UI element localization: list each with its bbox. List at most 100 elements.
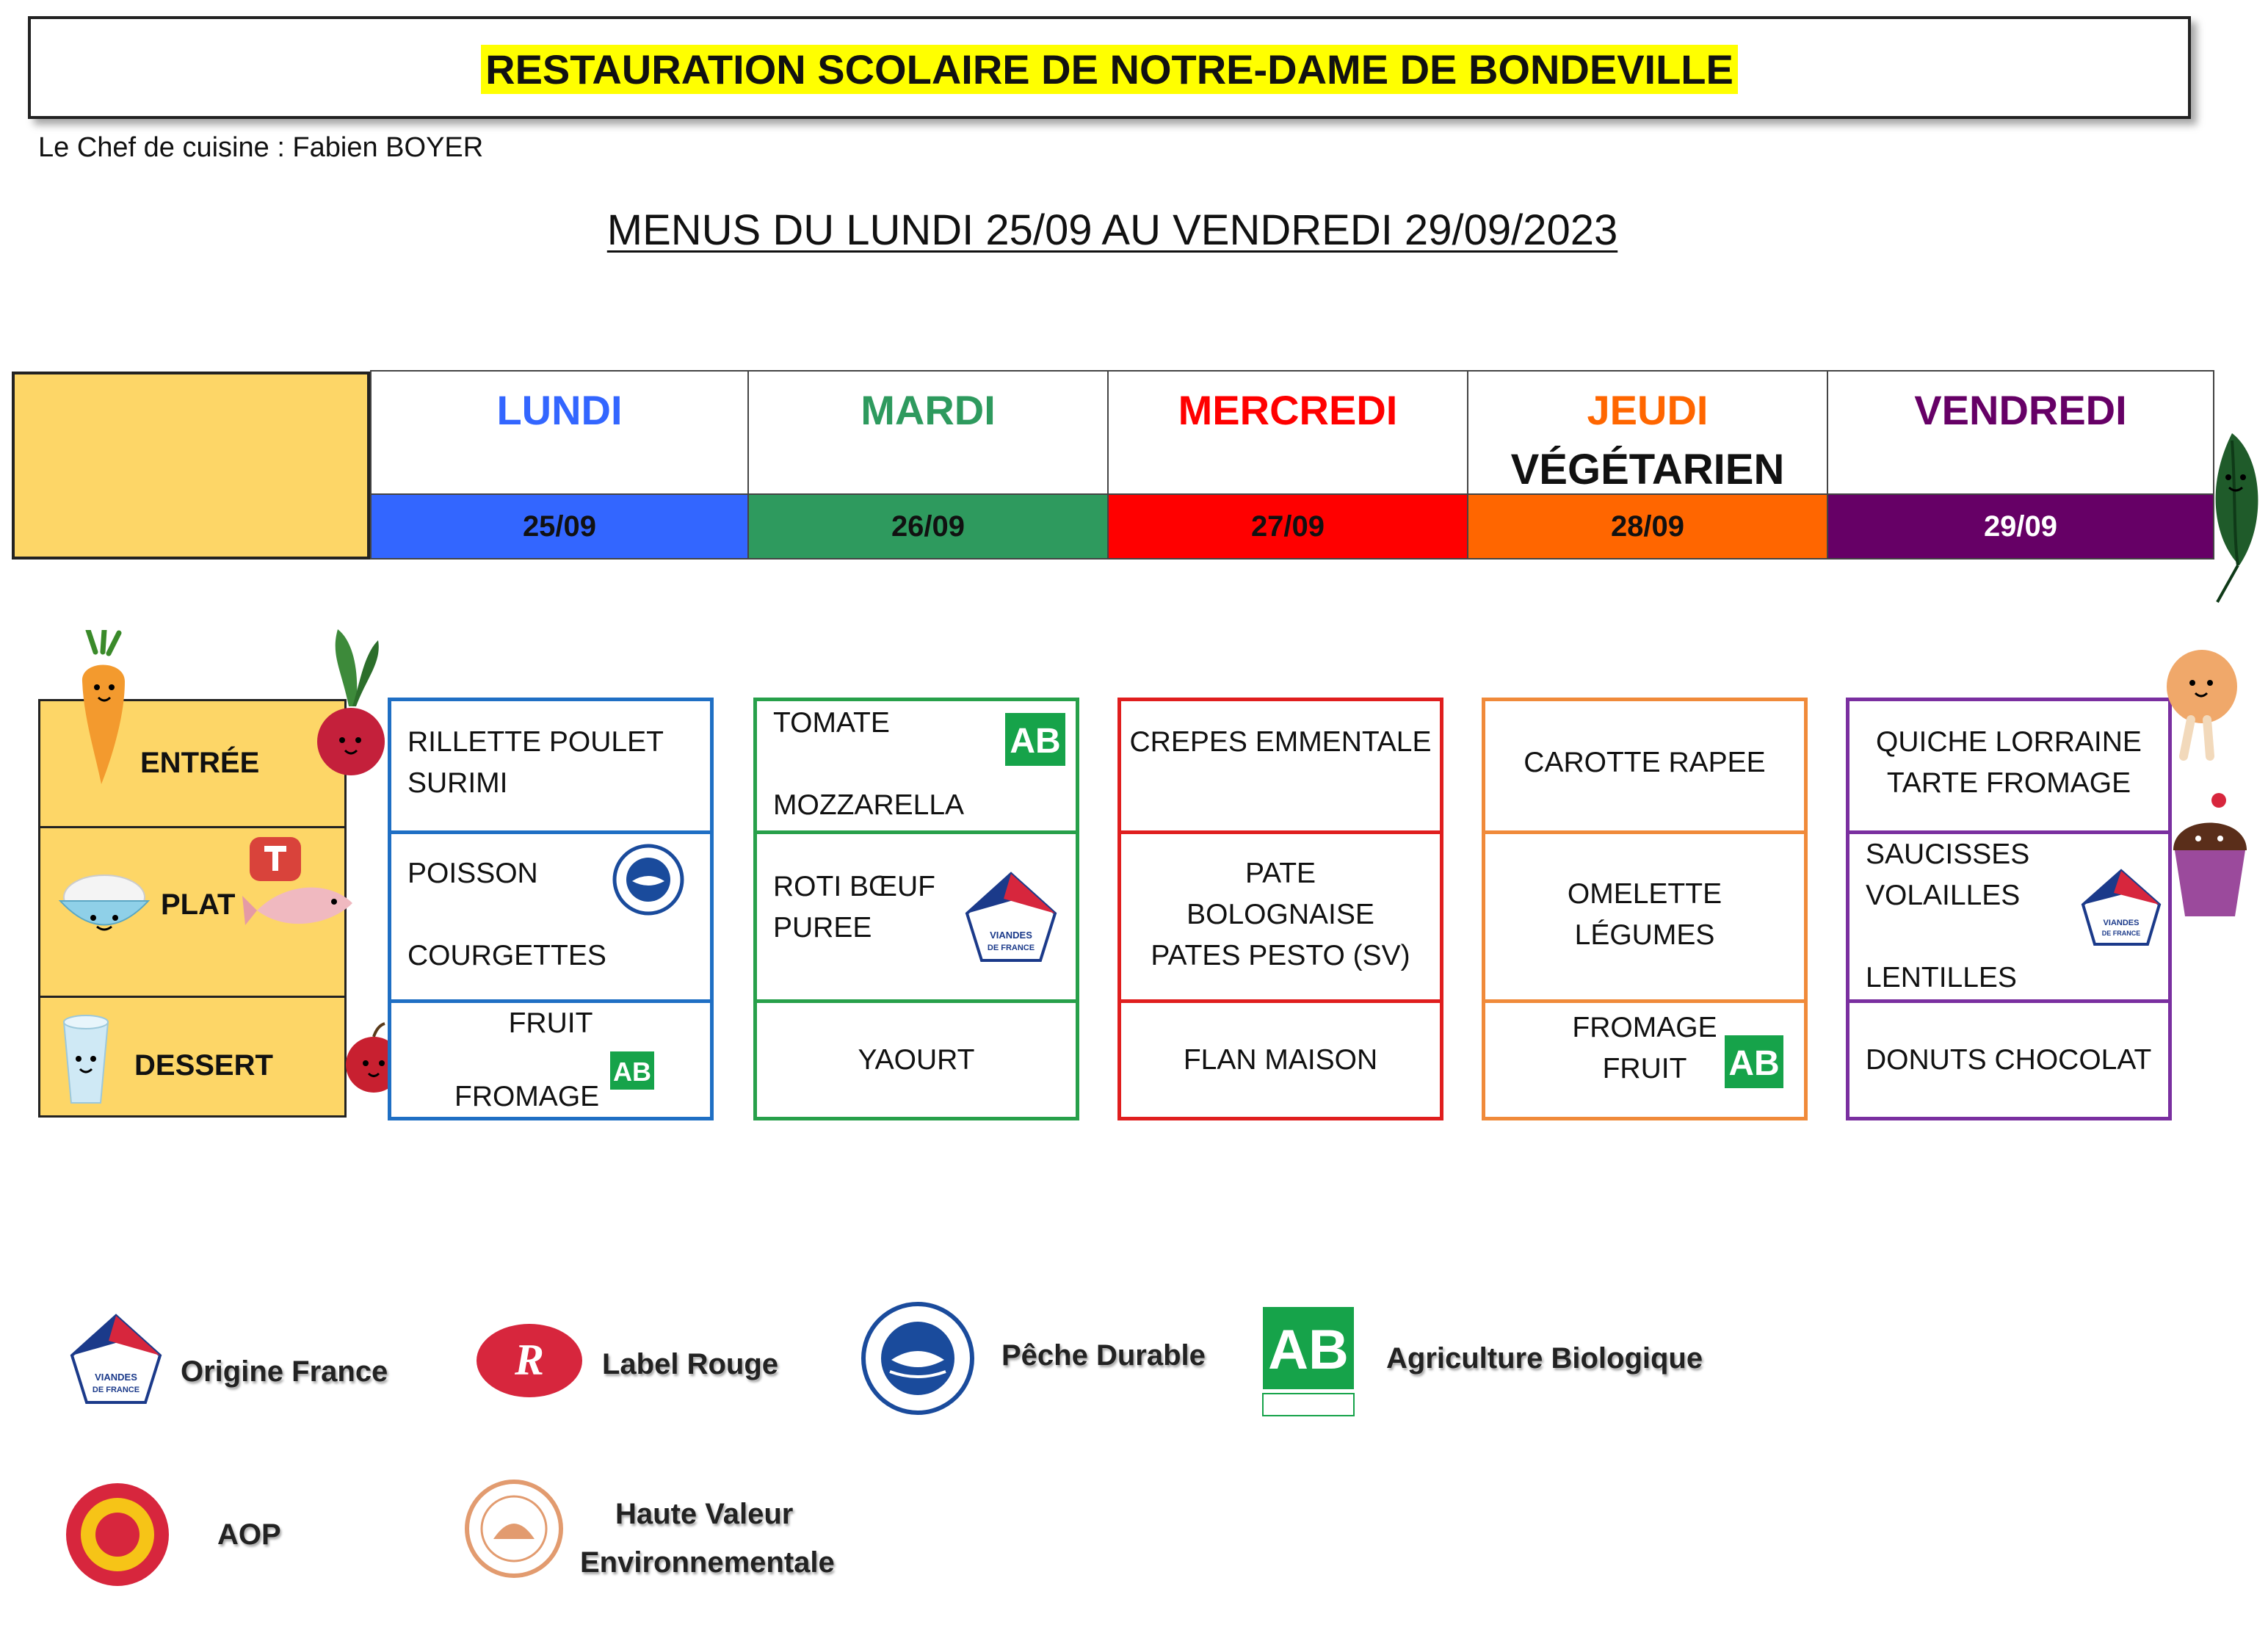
menu-cell-dessert: FLAN MAISON [1121, 999, 1440, 1117]
day-name: JEUDI [1587, 387, 1709, 433]
day-header-mercredi: MERCREDI 27/09 [1109, 370, 1468, 560]
day-header-jeudi: JEUDI VÉGÉTARIEN 28/09 [1468, 370, 1828, 560]
menu-item: TARTE FROMAGE [1886, 767, 2131, 799]
menu-lundi: RILLETTE POULET SURIMI POISSON COURGETTE… [388, 698, 714, 1120]
menu-vendredi: QUICHE LORRAINE TARTE FROMAGE SAUCISSES … [1846, 698, 2172, 1120]
menu-item: FROMAGE [454, 1081, 600, 1112]
menu-item: OMELETTE [1567, 878, 1722, 910]
menu-item: SAUCISSES [1866, 839, 2030, 870]
svg-text:VIANDES: VIANDES [2104, 919, 2140, 927]
menu-item: DONUTS CHOCOLAT [1866, 1044, 2152, 1076]
day-date: 27/09 [1109, 493, 1467, 558]
menu-mardi: TOMATE MOZZARELLA AB ROTI BŒUF PUREE VIA… [753, 698, 1079, 1120]
menu-jeudi: CAROTTE RAPEE OMELETTE LÉGUMES FROMAGE F… [1482, 698, 1808, 1120]
menu-item: PATES PESTO (SV) [1151, 940, 1410, 971]
svg-text:DE FRANCE: DE FRANCE [93, 1386, 140, 1394]
category-label: ENTRÉE [140, 747, 260, 779]
menu-item: PUREE [773, 912, 872, 944]
header-corner-cell [12, 372, 370, 560]
menu-cell-plat: OMELETTE LÉGUMES [1485, 830, 1804, 999]
viandes-de-france-badge-icon: VIANDES DE FRANCE [965, 872, 1057, 962]
day-date: 26/09 [749, 493, 1107, 558]
ab-bio-badge-icon: AB [1725, 1035, 1783, 1106]
page-title: RESTAURATION SCOLAIRE DE NOTRE-DAME DE B… [31, 45, 2188, 94]
menu-item: TOMATE [773, 707, 890, 739]
menu-week-title: MENUS DU LUNDI 25/09 AU VENDREDI 29/09/2… [606, 206, 1618, 254]
menu-item: LENTILLES [1866, 962, 2017, 993]
peche-durable-badge-icon [612, 844, 684, 916]
day-date: 28/09 [1468, 493, 1827, 558]
menu-item: MOZZARELLA [773, 789, 965, 821]
menu-item: QUICHE LORRAINE [1876, 726, 2142, 758]
radish-character-icon [317, 629, 385, 775]
cupcake-character-icon [2173, 793, 2247, 916]
legend-agriculture-biologique: Agriculture Biologique [1386, 1342, 1703, 1375]
yogurt-character-icon [62, 1015, 109, 1104]
legend-origine-france: Origine France [181, 1355, 388, 1388]
svg-text:DE FRANCE: DE FRANCE [988, 944, 1035, 952]
legend-hve-line2: Environnementale [580, 1546, 835, 1579]
legend-peche-durable: Pêche Durable [1001, 1339, 1206, 1372]
menu-item: BOLOGNAISE [1186, 899, 1374, 930]
menu-item: YAOURT [858, 1044, 975, 1076]
menu-item: COURGETTES [407, 940, 606, 971]
svg-text:R: R [514, 1336, 544, 1384]
aop-logo-icon [66, 1483, 169, 1586]
day-name: MERCREDI [1178, 387, 1398, 433]
day-header-vendredi: VENDREDI 29/09 [1828, 370, 2214, 560]
category-label: PLAT [161, 888, 236, 921]
day-header-mardi: MARDI 26/09 [749, 370, 1109, 560]
category-label: DESSERT [134, 1049, 273, 1082]
menu-item: LÉGUMES [1574, 919, 1715, 951]
svg-text:VIANDES: VIANDES [95, 1372, 137, 1383]
day-name: VENDREDI [1914, 387, 2127, 433]
menu-cell-plat: PATE BOLOGNAISE PATES PESTO (SV) [1121, 830, 1440, 999]
svg-text:DE FRANCE: DE FRANCE [2102, 930, 2141, 937]
menu-item: CAROTTE RAPEE [1524, 747, 1766, 778]
legend-aop: AOP [217, 1518, 281, 1551]
menu-cell-entree: RILLETTE POULET SURIMI [391, 701, 710, 830]
legend-hve-line1: Haute Valeur [615, 1498, 794, 1530]
menu-mercredi: CREPES EMMENTALE PATE BOLOGNAISE PATES P… [1117, 698, 1443, 1120]
label-rouge-logo-icon: R [477, 1324, 582, 1397]
day-header-lundi: LUNDI 25/09 [370, 370, 749, 560]
menu-cell-dessert: FRUIT FROMAGE AB [391, 999, 710, 1117]
menu-cell-dessert: DONUTS CHOCOLAT [1849, 999, 2168, 1117]
menu-item: FROMAGE [1572, 1012, 1717, 1043]
day-date: 25/09 [372, 493, 747, 558]
rice-bowl-icon [58, 874, 151, 931]
menu-cell-plat: POISSON COURGETTES [391, 830, 710, 999]
menu-cell-entree: TOMATE MOZZARELLA AB [757, 701, 1076, 830]
menu-cell-dessert: YAOURT [757, 999, 1076, 1117]
hve-logo-icon [465, 1480, 563, 1578]
menu-cell-entree: QUICHE LORRAINE TARTE FROMAGE [1849, 701, 2168, 830]
day-date: 29/09 [1828, 493, 2213, 558]
agriculture-biologique-logo-icon: AB [1262, 1307, 1355, 1416]
legend-label-rouge: Label Rouge [602, 1348, 779, 1380]
viandes-de-france-badge-icon: VIANDES DE FRANCE [2081, 869, 2162, 946]
meat-fish-icon [242, 837, 352, 925]
carrot-character-icon [81, 630, 125, 784]
menu-item: RILLETTE POULET [407, 726, 664, 758]
menu-cell-plat: SAUCISSES VOLAILLES LENTILLES VIANDES DE… [1849, 830, 2168, 999]
origine-france-logo-icon: VIANDES DE FRANCE [70, 1314, 162, 1404]
menu-item: POISSON [407, 858, 538, 889]
ab-bio-badge-icon: AB [610, 1051, 654, 1103]
menu-item: SURIMI [407, 767, 508, 799]
menu-item: ROTI BŒUF [773, 871, 935, 902]
ab-bio-badge-icon: AB [1005, 713, 1065, 785]
menu-cell-dessert: FROMAGE FRUIT AB [1485, 999, 1804, 1117]
svg-text:AB: AB [1268, 1319, 1349, 1381]
leaf-character-icon [2215, 433, 2258, 603]
menu-item: FRUIT [1602, 1053, 1687, 1084]
day-name: MARDI [861, 387, 996, 433]
peche-durable-logo-icon [861, 1302, 974, 1415]
menu-cell-entree: CAROTTE RAPEE [1485, 701, 1804, 830]
day-name: LUNDI [496, 387, 623, 433]
svg-text:VIANDES: VIANDES [990, 930, 1032, 941]
title-box: RESTAURATION SCOLAIRE DE NOTRE-DAME DE B… [28, 16, 2191, 119]
menu-item: FLAN MAISON [1183, 1044, 1378, 1076]
menu-cell-plat: ROTI BŒUF PUREE VIANDES DE FRANCE [757, 830, 1076, 999]
svg-text:AB: AB [1728, 1044, 1779, 1083]
svg-text:AB: AB [1010, 722, 1060, 761]
